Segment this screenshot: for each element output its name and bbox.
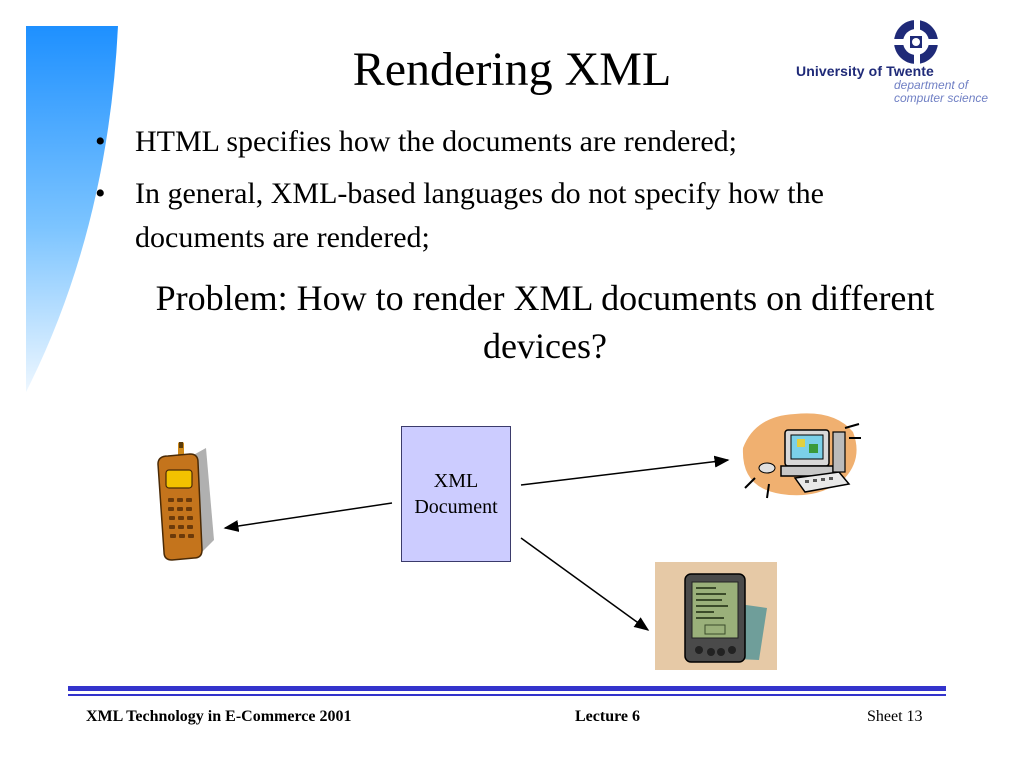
bullet-list: • HTML specifies how the documents are r… — [95, 120, 955, 268]
mobile-phone-icon — [157, 442, 214, 561]
bullet-item: • In general, XML-based languages do not… — [95, 172, 955, 260]
bullet-text: HTML specifies how the documents are ren… — [135, 125, 738, 158]
arrow-to-desktop — [520, 455, 730, 486]
arrow-to-phone — [223, 502, 393, 532]
university-logo: University of Twente department of compu… — [790, 18, 1015, 118]
footer-course-title: XML Technology in E-Commerce 2001 — [86, 708, 352, 725]
xml-document-box: XML Document — [401, 426, 511, 562]
slide-title: Rendering XML — [352, 43, 672, 96]
xml-document-label-line2: Document — [414, 496, 498, 518]
bullet-marker: • — [95, 125, 106, 158]
footer-divider — [68, 686, 946, 696]
footer-lecture-number: Lecture 6 — [575, 708, 641, 725]
decorative-left-band — [26, 26, 118, 392]
desktop-computer-icon — [742, 413, 861, 499]
department-name: department of computer science — [894, 79, 988, 105]
bullet-text: In general, XML-based languages do not s… — [135, 177, 824, 254]
bullet-marker: • — [95, 177, 106, 210]
problem-statement: Problem: How to render XML documents on … — [155, 278, 935, 366]
arrow-to-pda — [520, 537, 650, 631]
department-line-1: department of — [894, 78, 969, 92]
xml-document-label-line1: XML — [433, 470, 479, 492]
university-emblem-icon — [892, 18, 940, 66]
bullet-item: • HTML specifies how the documents are r… — [95, 120, 955, 164]
university-name: University of Twente — [796, 63, 934, 79]
pda-icon — [655, 562, 777, 670]
department-line-2: computer science — [894, 91, 989, 105]
footer-sheet-number: Sheet 13 — [867, 708, 923, 725]
